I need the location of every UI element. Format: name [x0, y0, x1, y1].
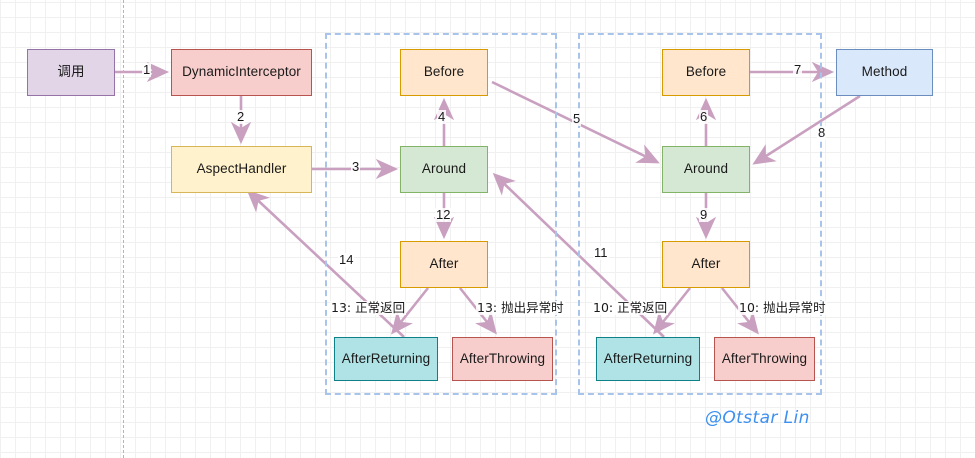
node-method[interactable]: Method — [836, 49, 933, 96]
group-right-aspect — [578, 33, 822, 395]
watermark-author: @Otstar Lin — [705, 408, 810, 428]
node-dynamic-interceptor[interactable]: DynamicInterceptor — [171, 49, 312, 96]
node-after-throwing-right[interactable]: AfterThrowing — [714, 337, 815, 381]
edge-label-9: 9 — [699, 207, 709, 223]
edge-label-12: 12 — [435, 207, 452, 223]
edge-label-5: 5 — [572, 111, 582, 127]
edge-label-1: 1 — [142, 62, 152, 78]
edge-label-6: 6 — [699, 109, 709, 125]
node-after-right[interactable]: After — [662, 241, 750, 288]
node-after-left-label: After — [429, 256, 459, 272]
node-aspect-handler[interactable]: AspectHandler — [171, 146, 312, 193]
edge-label-10-exception: 10: 抛出异常时 — [738, 300, 827, 315]
node-dynamic-interceptor-label: DynamicInterceptor — [182, 64, 301, 80]
node-before-left-label: Before — [423, 64, 465, 80]
node-around-right[interactable]: Around — [662, 146, 750, 193]
edge-label-13-normal-return: 13: 正常返回 — [330, 300, 407, 315]
edge-label-8: 8 — [817, 125, 827, 141]
node-after-throwing-right-label: AfterThrowing — [721, 350, 808, 366]
edge-label-14: 14 — [338, 252, 355, 268]
node-invoke-label: 调用 — [57, 64, 85, 80]
node-after-returning-left-label: AfterReturning — [341, 350, 431, 366]
edge-label-7: 7 — [793, 62, 803, 78]
edge-label-4: 4 — [437, 109, 447, 125]
node-before-right-label: Before — [685, 64, 727, 80]
node-after-returning-right[interactable]: AfterReturning — [596, 337, 700, 381]
node-aspect-handler-label: AspectHandler — [196, 161, 287, 177]
node-after-throwing-left[interactable]: AfterThrowing — [452, 337, 553, 381]
node-around-right-label: Around — [683, 161, 729, 177]
edge-label-2: 2 — [236, 109, 246, 125]
node-around-left-label: Around — [421, 161, 467, 177]
page-break-line — [123, 0, 124, 458]
node-before-left[interactable]: Before — [400, 49, 488, 96]
node-before-right[interactable]: Before — [662, 49, 750, 96]
node-after-returning-right-label: AfterReturning — [603, 350, 693, 366]
edge-label-10-normal-return: 10: 正常返回 — [592, 300, 669, 315]
node-after-left[interactable]: After — [400, 241, 488, 288]
node-after-throwing-left-label: AfterThrowing — [459, 350, 546, 366]
edge-label-13-exception: 13: 抛出异常时 — [476, 300, 565, 315]
edge-label-11: 11 — [593, 245, 609, 261]
node-after-right-label: After — [691, 256, 721, 272]
node-after-returning-left[interactable]: AfterReturning — [334, 337, 438, 381]
node-invoke[interactable]: 调用 — [27, 49, 115, 96]
edge-label-3: 3 — [351, 159, 361, 175]
node-around-left[interactable]: Around — [400, 146, 488, 193]
group-left-aspect — [325, 33, 557, 395]
node-method-label: Method — [861, 64, 908, 80]
